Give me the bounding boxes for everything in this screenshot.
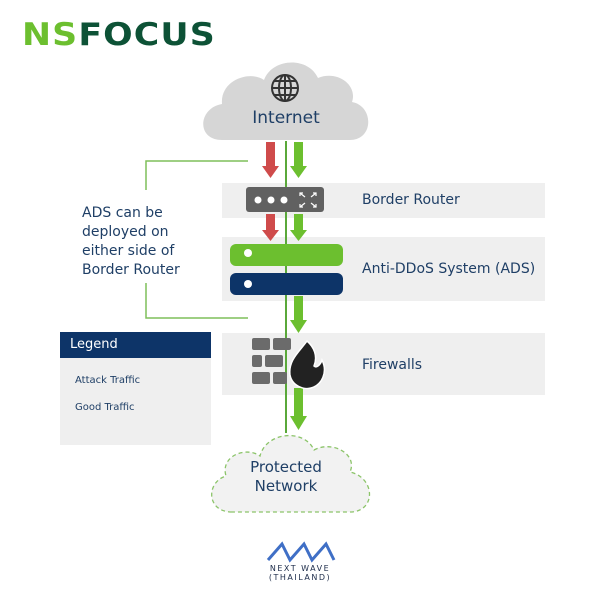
next-wave-logo-icon (266, 541, 336, 563)
next-wave-line1: NEXT WAVE (269, 564, 331, 573)
attack-traffic-arrow-1 (262, 142, 279, 178)
protected-label-line2: Network (254, 477, 318, 495)
good-traffic-arrow-1 (290, 142, 307, 178)
good-traffic-arrow-2 (290, 214, 307, 241)
legend-title: Legend (60, 332, 211, 358)
legend: Legend Attack Traffic Good Traffic (60, 332, 211, 445)
internet-label: Internet (252, 108, 320, 128)
note-bracket (145, 160, 248, 319)
logo-ns: NS (22, 17, 79, 53)
good-traffic-arrow-3 (290, 296, 307, 333)
legend-good-label: Good Traffic (75, 402, 135, 413)
note-line: Border Router (82, 262, 180, 278)
note-line: either side of (82, 243, 175, 259)
firewall-icon (252, 338, 326, 390)
next-wave-logo: NEXT WAVE (THAILAND) (258, 540, 342, 582)
next-wave-line2: (THAILAND) (268, 573, 332, 582)
nsfocus-logo: NSFOCUS (22, 18, 216, 52)
server-icon (230, 244, 343, 295)
border-router-label: Border Router (362, 192, 460, 208)
protected-network-label: Protected Network (236, 458, 336, 496)
protected-network-cloud (211, 435, 371, 513)
note-line: deployed on (82, 224, 169, 240)
firewalls-label: Firewalls (362, 357, 423, 373)
good-traffic-arrow-4 (290, 388, 307, 430)
logo-focus: FOCUS (78, 17, 216, 53)
legend-attack-label: Attack Traffic (75, 375, 141, 386)
protected-label-line1: Protected (250, 458, 322, 476)
deployment-note: ADS can be deployed on either side of Bo… (82, 204, 180, 280)
globe-icon (271, 74, 299, 102)
note-line: ADS can be (82, 205, 163, 221)
ads-label: Anti-DDoS System (ADS) (362, 261, 536, 277)
router-icon (246, 187, 324, 212)
attack-traffic-arrow-2 (262, 214, 279, 241)
